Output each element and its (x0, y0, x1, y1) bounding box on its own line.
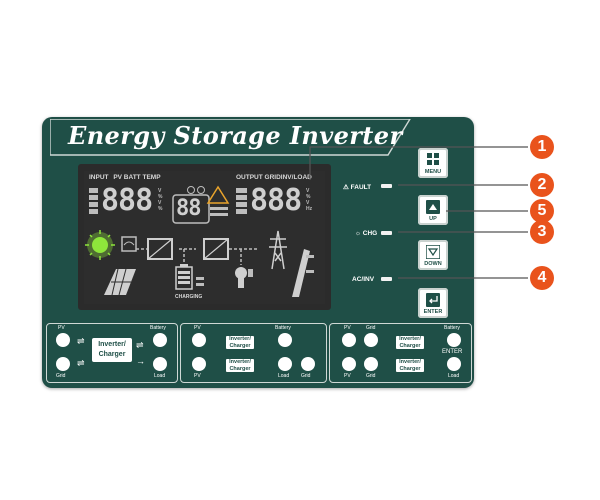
m1-grid-icon (56, 357, 70, 371)
lcd-batt-label: BATT (123, 174, 141, 181)
fault-led (381, 184, 392, 188)
down-button[interactable]: DOWN (418, 240, 448, 270)
m3-enter-label: ENTER (442, 349, 463, 355)
m2-grid-label: Grid (301, 373, 311, 379)
lcd-flow-diagram (85, 230, 314, 297)
m3-pv-icon (342, 333, 356, 347)
down-button-label: DOWN (424, 261, 442, 267)
lcd-input-label: INPUT (89, 174, 109, 181)
solar-panel-icon (104, 268, 136, 296)
lcd-middle-panel (172, 185, 230, 224)
lcd-middle-digits: 88 (176, 196, 201, 221)
sun-icon (85, 230, 115, 260)
m3-load-label: Load (448, 373, 460, 379)
m2-battery-icon (278, 333, 292, 347)
m3-battery-icon (447, 333, 461, 347)
callout-5: 5 (530, 199, 554, 223)
lcd-right-digits: 888 (250, 183, 302, 218)
m3-grid2-icon (364, 357, 378, 371)
lcd-temp-label: TEMP (142, 174, 161, 181)
m1-pv-label: PV (58, 325, 65, 331)
m1-load-label: Load (154, 373, 166, 379)
enter-button-label: ENTER (423, 309, 443, 315)
lcd-inv-label: INV (280, 174, 292, 181)
m1-battery-icon (153, 333, 167, 347)
up-button-label: UP (429, 216, 437, 222)
up-arrow-icon (426, 200, 440, 214)
m3-pv2-label: PV (344, 373, 351, 379)
acinv-indicator-label: AC/INV (352, 276, 375, 283)
m2-battery-label: Battery (275, 325, 291, 331)
m2-pv-icon (192, 333, 206, 347)
m3-grid-label: Grid (366, 325, 376, 331)
m2-load-label: Load (278, 373, 290, 379)
m2-pv2-icon (192, 357, 206, 371)
lcd-output-label: OUTPUT (236, 174, 263, 181)
lcd-pv-label: PV (113, 174, 122, 181)
title-band (50, 119, 411, 156)
battery-icon (175, 264, 193, 290)
pylon-icon (269, 230, 287, 270)
bulb-icon (235, 267, 253, 288)
mode-box-1 (46, 323, 178, 383)
enter-button[interactable]: ENTER (418, 288, 448, 318)
callout-2: 2 (530, 173, 554, 197)
m2-grid-icon (301, 357, 315, 371)
m1-inverter-box: Inverter/ Charger (92, 338, 132, 362)
lcd-load-label: LOAD (293, 174, 312, 181)
m1-pv-icon (56, 333, 70, 347)
m3-pv2-icon (342, 357, 356, 371)
lcd-grid-label: GRID (264, 174, 281, 181)
fault-indicator-label: ⚠ FAULT (343, 184, 372, 191)
m2-pv2-label: PV (194, 373, 201, 379)
lcd-left-indicators (89, 188, 98, 214)
chg-indicator-label: ☼ CHG (355, 230, 378, 237)
mode-box-3 (329, 323, 472, 383)
m2-pv-label: PV (194, 325, 201, 331)
m3-pv-label: PV (344, 325, 351, 331)
page-title: Energy Storage Inverter (68, 121, 403, 150)
callout-3: 3 (530, 220, 554, 244)
m1-battery-label: Battery (150, 325, 166, 331)
m2-inverter-box-1: Inverter/Charger (226, 336, 254, 349)
m3-inverter-box-2: Inverter/Charger (396, 359, 424, 372)
lcd-left-units: V%V% (158, 188, 163, 212)
lcd-charging-label: CHARGING (175, 294, 203, 300)
callout-4: 4 (530, 266, 554, 290)
m3-battery-label: Battery (444, 325, 460, 331)
inverter-icon (147, 238, 173, 260)
menu-icon (427, 153, 439, 165)
menu-button-label: MENU (424, 169, 442, 175)
callout-lines (309, 146, 528, 279)
menu-button[interactable]: MENU (418, 148, 448, 178)
m2-inverter-box-2: Inverter/Charger (226, 359, 254, 372)
m3-grid2-label: Grid (366, 373, 376, 379)
enter-icon (426, 293, 440, 307)
acinv-led (381, 277, 392, 281)
m1-grid-label: Grid (56, 373, 66, 379)
m2-load-icon (278, 357, 292, 371)
chg-led (381, 231, 392, 235)
m3-inverter-box-1: Inverter/Charger (396, 336, 424, 349)
callout-1: 1 (530, 135, 554, 159)
m1-load-icon (153, 357, 167, 371)
lcd-left-digits: 888 (101, 183, 153, 218)
up-button[interactable]: UP (418, 195, 448, 225)
down-arrow-icon (426, 245, 440, 259)
m3-load-icon (447, 357, 461, 371)
m3-grid-icon (364, 333, 378, 347)
mode-box-2 (180, 323, 327, 383)
lcd-right-indicators (236, 188, 247, 214)
